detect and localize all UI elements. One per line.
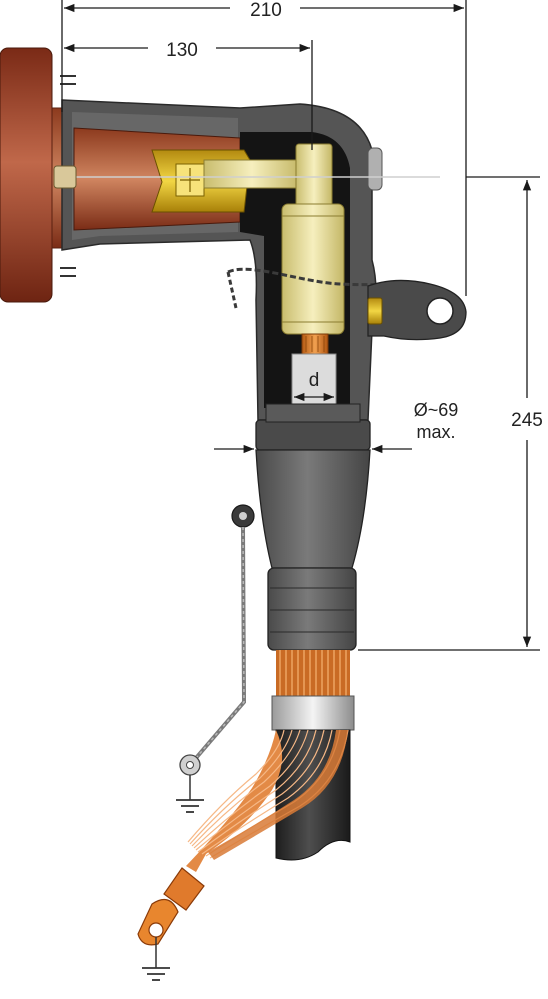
dimension-conductor: d — [294, 370, 334, 402]
dimension-diameter: Ø~69 max. — [214, 400, 459, 454]
bail-wire-left — [226, 271, 238, 309]
cable-adapter-body — [255, 449, 371, 651]
dimension-label-210: 210 — [250, 0, 282, 21]
dimension-height: 245 — [358, 176, 543, 651]
drain-wire — [194, 526, 247, 760]
dimension-overall-width: 210 — [61, 0, 467, 296]
copper-screen-wires — [276, 650, 350, 696]
ground-symbol-icon — [176, 775, 204, 813]
bushing-clip — [53, 165, 77, 189]
cable-lug-connector — [203, 143, 345, 335]
dimension-label-d: d — [309, 370, 320, 391]
elbow-collar — [255, 403, 371, 451]
dimension-label-130: 130 — [166, 40, 198, 61]
screen-wire-bundle — [186, 729, 349, 872]
conductor-copper-tip — [301, 333, 329, 355]
dimension-label-245: 245 — [511, 410, 543, 431]
test-point-eye — [367, 279, 467, 341]
dimension-label-diameter: Ø~69 — [414, 400, 459, 420]
ground-symbol-icon — [142, 937, 170, 981]
earth-cable-lug — [137, 867, 205, 946]
ring-terminal-upper — [179, 754, 201, 776]
dimension-partial-width: 130 — [64, 40, 313, 150]
screen-clamp-band — [271, 695, 355, 731]
dimension-label-max: max. — [416, 422, 455, 442]
earthing-eye-upper — [231, 504, 255, 528]
